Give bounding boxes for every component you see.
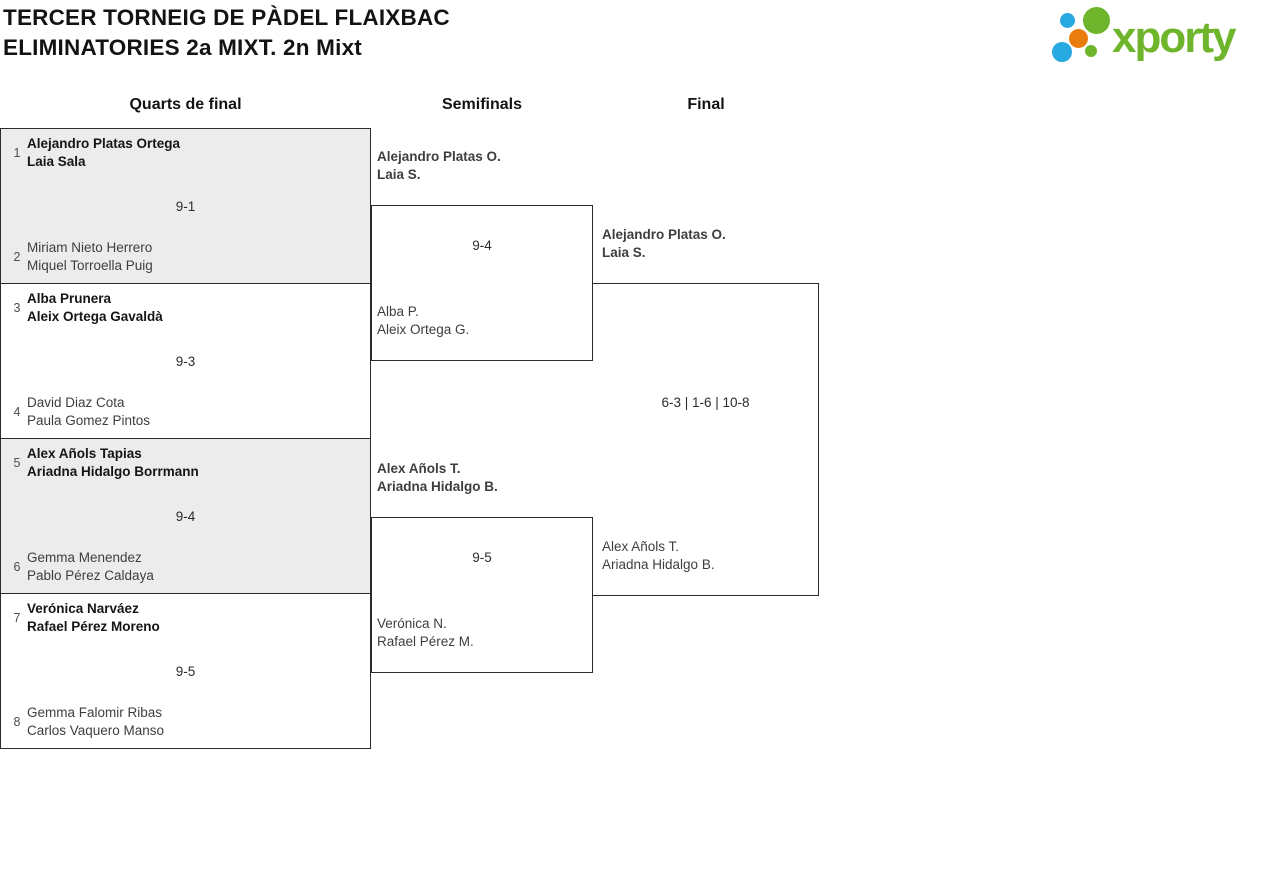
player-name: Laia Sala — [27, 154, 86, 169]
column-header-final: Final — [687, 96, 725, 113]
player-name: Verónica Narváez — [27, 601, 139, 616]
player-name: Rafael Pérez Moreno — [27, 619, 160, 634]
column-header-quarterfinals: Quarts de final — [129, 96, 242, 113]
player-name: Alex Añols T. — [602, 539, 680, 554]
logo-dot-orange-icon — [1069, 29, 1088, 48]
player-name: Alex Añols T. — [377, 461, 461, 476]
player-name: David Diaz Cota — [27, 395, 125, 410]
team-names: Alex Añols Tapias Ariadna Hidalgo Borrma… — [27, 445, 199, 481]
seed-number: 7 — [13, 610, 21, 625]
logo-dot-green-large-icon — [1083, 7, 1110, 34]
logo-dot-blue-large-icon — [1052, 42, 1072, 62]
player-name: Alejandro Platas O. — [377, 149, 501, 164]
match-score: 6-3 | 1-6 | 10-8 — [661, 395, 750, 410]
match-score: 9-1 — [175, 199, 196, 214]
player-name: Rafael Pérez M. — [377, 634, 474, 649]
final-team-top: Alejandro Platas O. Laia S. — [602, 226, 726, 262]
team-row: 6 Gemma Menendez Pablo Pérez Caldaya — [9, 549, 362, 585]
player-name: Pablo Pérez Caldaya — [27, 568, 154, 583]
player-name: Gemma Falomir Ribas — [27, 705, 163, 720]
xporty-logo-text: xporty — [1112, 13, 1236, 62]
semifinal-1-team-bottom: Alba P. Aleix Ortega G. — [377, 303, 469, 339]
column-header-semifinals: Semifinals — [441, 96, 523, 113]
seed-number: 2 — [13, 249, 21, 264]
team-row: 1 Alejandro Platas Ortega Laia Sala — [9, 135, 362, 171]
player-name: Laia S. — [377, 167, 421, 182]
match-quarterfinal-3: 5 Alex Añols Tapias Ariadna Hidalgo Borr… — [0, 438, 371, 594]
seed-number: 5 — [13, 455, 21, 470]
seed-number: 4 — [13, 404, 21, 419]
player-name: Miquel Torroella Puig — [27, 258, 153, 273]
match-score: 9-5 — [175, 664, 196, 679]
match-semifinal-2: 9-5 — [371, 517, 593, 673]
player-name: Alba Prunera — [27, 291, 112, 306]
player-name: Ariadna Hidalgo Borrmann — [27, 464, 199, 479]
match-quarterfinal-4: 7 Verónica Narváez Rafael Pérez Moreno 9… — [0, 593, 371, 749]
player-name: Laia S. — [602, 245, 646, 260]
player-name: Verónica N. — [377, 616, 447, 631]
semifinal-2-team-top: Alex Añols T. Ariadna Hidalgo B. — [377, 460, 498, 496]
team-names: Gemma Falomir Ribas Carlos Vaquero Manso — [27, 704, 164, 740]
seed-number: 1 — [13, 145, 21, 160]
player-name: Alejandro Platas Ortega — [27, 136, 181, 151]
team-names: Miriam Nieto Herrero Miquel Torroella Pu… — [27, 239, 153, 275]
final-team-bottom: Alex Añols T. Ariadna Hidalgo B. — [602, 538, 715, 574]
match-quarterfinal-1: 1 Alejandro Platas Ortega Laia Sala 9-1 … — [0, 128, 371, 284]
match-score: 9-5 — [472, 550, 492, 565]
match-final: 6-3 | 1-6 | 10-8 — [593, 283, 819, 596]
match-semifinal-1: 9-4 — [371, 205, 593, 361]
page-title: TERCER TORNEIG DE PÀDEL FLAIXBAC ELIMINA… — [3, 3, 450, 63]
semifinal-2-team-bottom: Verónica N. Rafael Pérez M. — [377, 615, 474, 651]
bracket-subtitle: ELIMINATORIES 2a MIXT. 2n Mixt — [3, 35, 362, 60]
player-name: Alejandro Platas O. — [602, 227, 726, 242]
team-row: 2 Miriam Nieto Herrero Miquel Torroella … — [9, 239, 362, 275]
player-name: Alex Añols Tapias — [27, 446, 142, 461]
player-name: Paula Gomez Pintos — [27, 413, 151, 428]
player-name: Ariadna Hidalgo B. — [602, 557, 715, 572]
seed-number: 8 — [13, 714, 21, 729]
match-quarterfinal-2: 3 Alba Prunera Aleix Ortega Gavaldà 9-3 … — [0, 283, 371, 439]
match-score: 9-4 — [472, 238, 492, 253]
match-score: 9-4 — [175, 509, 196, 524]
player-name: Ariadna Hidalgo B. — [377, 479, 498, 494]
seed-number: 3 — [13, 300, 21, 315]
player-name: Aleix Ortega G. — [377, 322, 470, 337]
xporty-logo[interactable]: xporty — [1050, 5, 1280, 67]
semifinal-1-team-top: Alejandro Platas O. Laia S. — [377, 148, 501, 184]
player-name: Aleix Ortega Gavaldà — [27, 309, 163, 324]
team-names: Alba Prunera Aleix Ortega Gavaldà — [27, 290, 163, 326]
match-score: 9-3 — [175, 354, 196, 369]
player-name: Miriam Nieto Herrero — [27, 240, 153, 255]
team-names: Verónica Narváez Rafael Pérez Moreno — [27, 600, 160, 636]
tournament-title: TERCER TORNEIG DE PÀDEL FLAIXBAC — [3, 5, 450, 30]
team-row: 3 Alba Prunera Aleix Ortega Gavaldà — [9, 290, 362, 326]
seed-number: 6 — [13, 559, 21, 574]
team-names: Alejandro Platas Ortega Laia Sala — [27, 135, 180, 171]
player-name: Gemma Menendez — [27, 550, 142, 565]
team-row: 8 Gemma Falomir Ribas Carlos Vaquero Man… — [9, 704, 362, 740]
player-name: Carlos Vaquero Manso — [27, 723, 165, 738]
team-row: 7 Verónica Narváez Rafael Pérez Moreno — [9, 600, 362, 636]
team-names: David Diaz Cota Paula Gomez Pintos — [27, 394, 150, 430]
team-row: 4 David Diaz Cota Paula Gomez Pintos — [9, 394, 362, 430]
logo-dot-blue-small-icon — [1060, 13, 1075, 28]
team-names: Gemma Menendez Pablo Pérez Caldaya — [27, 549, 154, 585]
player-name: Alba P. — [377, 304, 419, 319]
team-row: 5 Alex Añols Tapias Ariadna Hidalgo Borr… — [9, 445, 362, 481]
logo-dot-green-small-icon — [1085, 45, 1097, 57]
